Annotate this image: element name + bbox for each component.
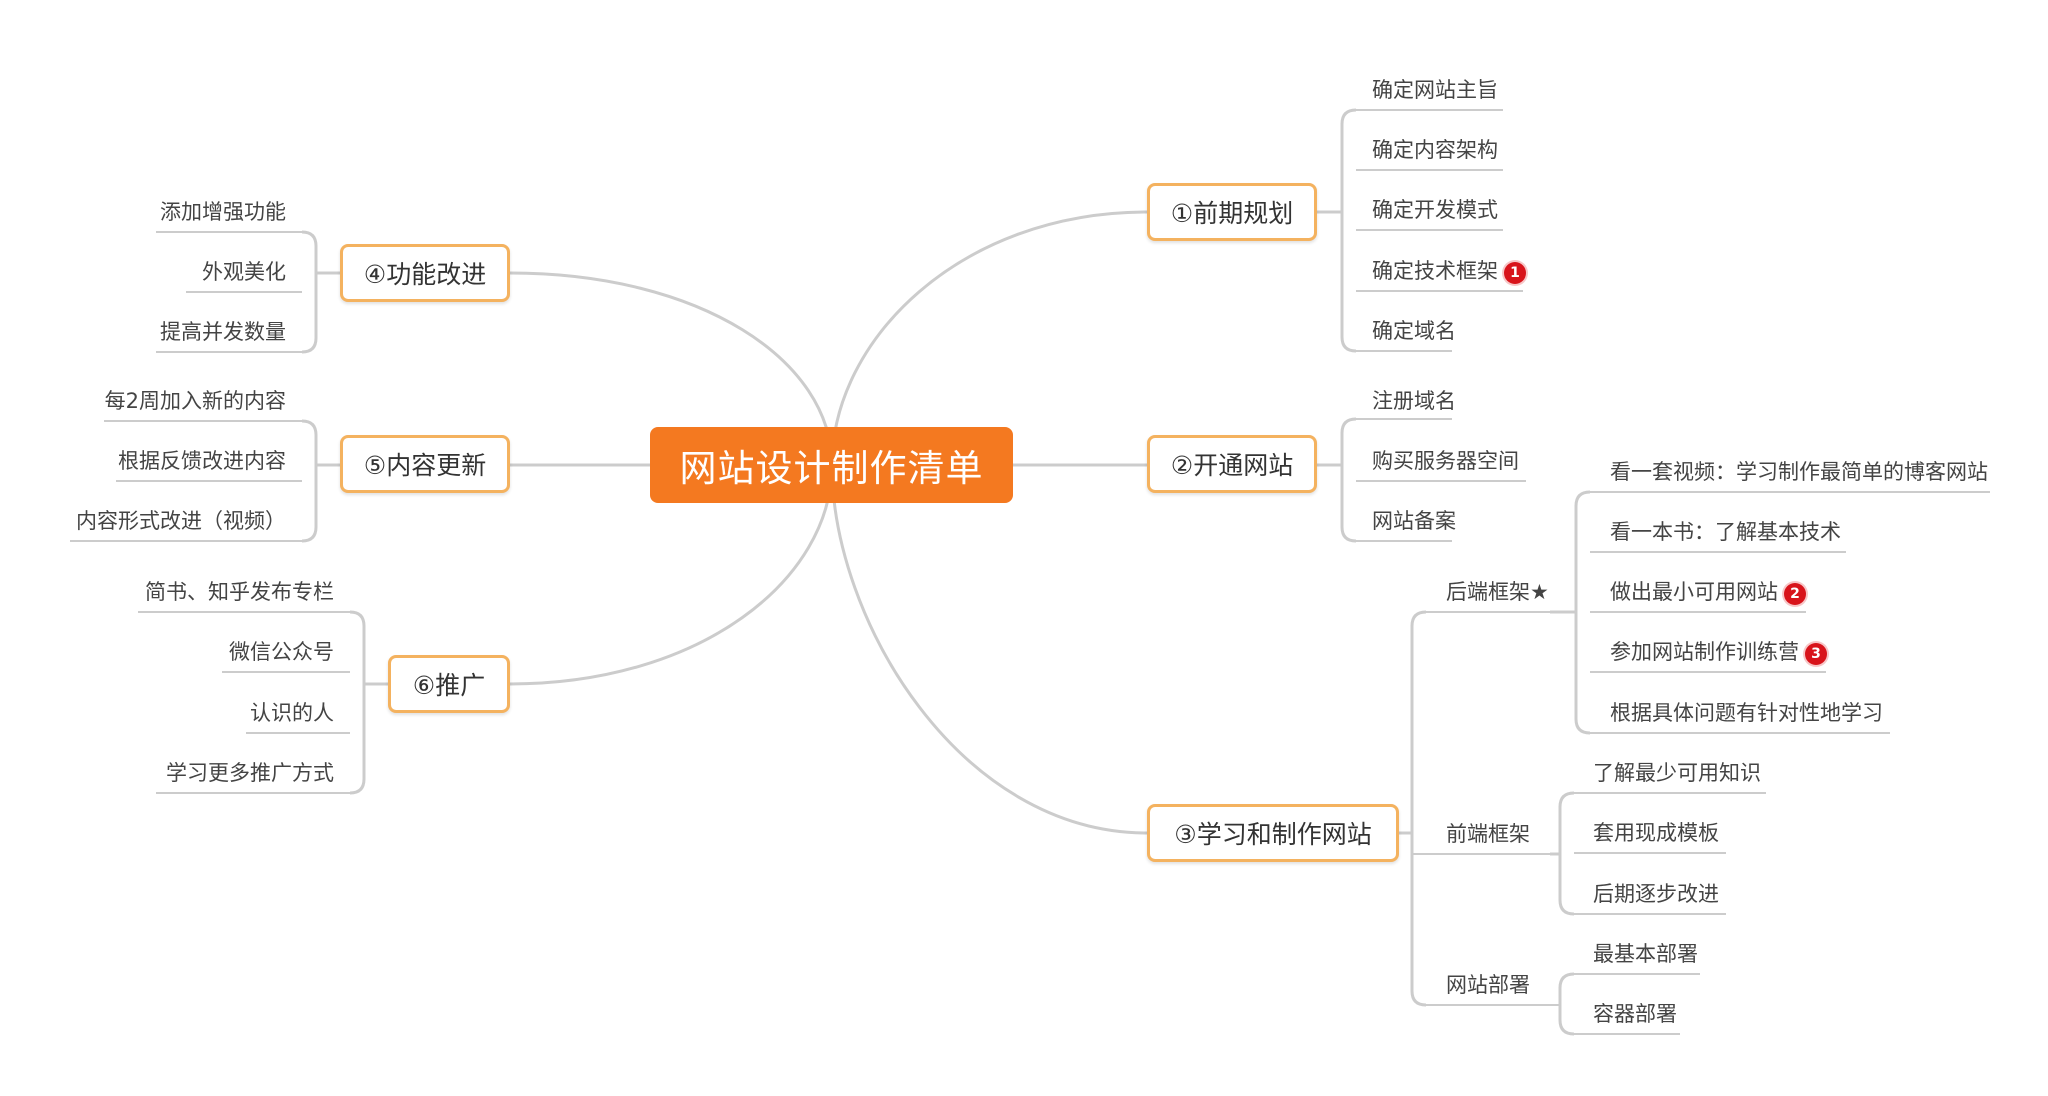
leaf-item[interactable]: 确定内容架构 [1372,138,1498,162]
connector-root-b3 [830,464,1148,835]
leaf-item[interactable]: 根据具体问题有针对性地学习 [1610,701,1883,725]
branch-content-update[interactable]: ⑤内容更新 [340,435,510,493]
branch-label: ①前期规划 [1170,199,1294,228]
leaf-item[interactable]: 容器部署 [1593,1002,1677,1026]
root-topic-label: 网站设计制作清单 [679,447,984,490]
connector-b5-spine [301,419,318,543]
leaf-item[interactable]: 确定域名 [1372,319,1456,343]
leaf-item[interactable]: 外观美化 [202,260,286,284]
leaf-item[interactable]: 后期逐步改进 [1593,882,1719,906]
connector-b1-spine [1340,108,1357,353]
branch-open-site[interactable]: ②开通网站 [1147,435,1317,493]
branch-label: ③学习和制作网站 [1174,820,1372,849]
connector-b3-spine [1410,610,1427,1007]
branch-learn-build[interactable]: ③学习和制作网站 [1147,804,1399,862]
connector-root-b1 [830,210,1148,466]
leaf-item[interactable]: 认识的人 [250,701,334,725]
leaf-item[interactable]: 确定开发模式 [1372,198,1498,222]
leaf-item[interactable]: 确定网站主旨 [1372,78,1498,102]
branch-promotion[interactable]: ⑥推广 [388,655,510,713]
branch-label: ⑥推广 [412,671,486,700]
root-topic[interactable]: 网站设计制作清单 [650,427,1013,503]
leaf-item[interactable]: 看一套视频：学习制作最简单的博客网站 [1610,460,1988,484]
leaf-item[interactable]: 套用现成模板 [1593,821,1719,845]
leaf-item[interactable]: 注册域名 [1372,389,1456,413]
connector-deploy-spine [1558,972,1575,1036]
connector-b4-spine [301,230,318,354]
branch-planning[interactable]: ①前期规划 [1147,183,1317,241]
subtopic-backend[interactable]: 后端框架★ [1446,580,1549,604]
leaf-item[interactable]: 提高并发数量 [160,320,286,344]
connector-backend-spine [1574,490,1591,735]
connector-b2-spine [1340,417,1357,543]
branch-label: ④功能改进 [363,260,487,289]
priority-badge-icon: 2 [1784,583,1806,605]
connector-b6-spine [349,610,366,795]
connector-root-b6 [509,464,834,686]
branch-feature-improve[interactable]: ④功能改进 [340,244,510,302]
leaf-item[interactable]: 最基本部署 [1593,942,1698,966]
leaf-item[interactable]: 学习更多推广方式 [166,761,334,785]
leaf-item[interactable]: 内容形式改进（视频） [76,509,286,533]
branch-label: ②开通网站 [1170,451,1294,480]
connector-frontend-spine [1558,791,1575,916]
leaf-item[interactable]: 每2周加入新的内容 [104,389,286,413]
branch-label: ⑤内容更新 [363,451,487,480]
leaf-item[interactable]: 网站备案 [1372,509,1456,533]
priority-badge-icon: 3 [1805,643,1827,665]
leaf-item[interactable]: 微信公众号 [229,640,334,664]
leaf-item[interactable]: 根据反馈改进内容 [118,449,286,473]
leaf-item[interactable]: 添加增强功能 [160,200,286,224]
leaf-item[interactable]: 购买服务器空间 [1372,449,1519,473]
priority-badge-icon: 1 [1504,262,1526,284]
connector-root-b4 [509,271,834,466]
leaf-item[interactable]: 了解最少可用知识 [1593,761,1761,785]
subtopic-frontend[interactable]: 前端框架 [1446,822,1530,846]
subtopic-deploy[interactable]: 网站部署 [1446,973,1530,997]
leaf-item[interactable]: 看一本书：了解基本技术 [1610,520,1841,544]
leaf-item[interactable]: 简书、知乎发布专栏 [145,580,334,604]
